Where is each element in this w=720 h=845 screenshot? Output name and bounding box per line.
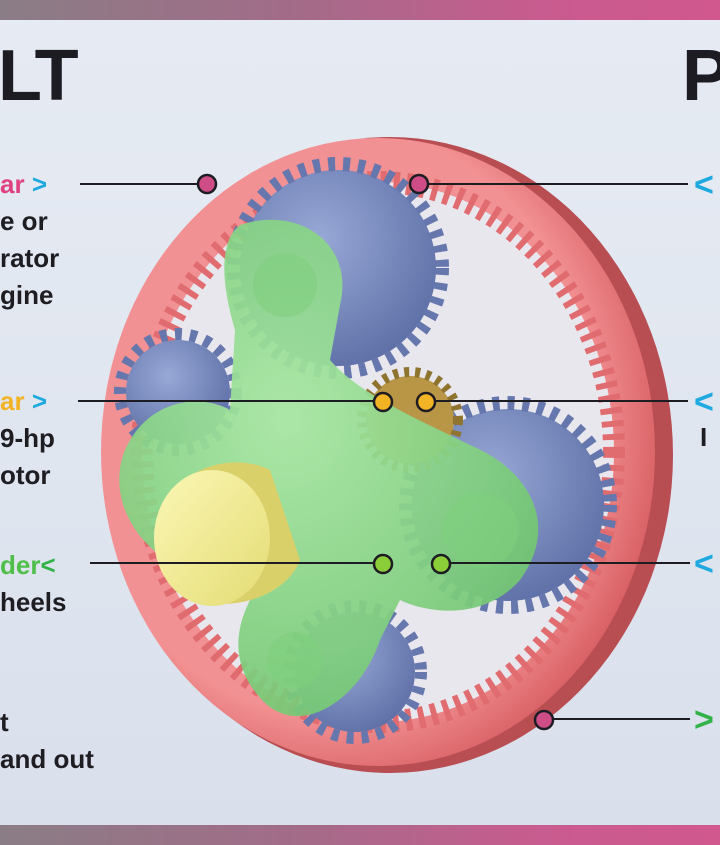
bottom-line2: and out bbox=[0, 743, 94, 774]
ring-dot-right bbox=[408, 173, 430, 195]
sun-label: ar > 9-hp otor bbox=[0, 383, 55, 494]
ring-line2: rator bbox=[0, 242, 60, 273]
ring-label-name: ar bbox=[0, 169, 25, 199]
ring-dot-bottom bbox=[533, 709, 555, 731]
left-heading: LT bbox=[0, 36, 79, 116]
right-arrow-a: < bbox=[694, 166, 714, 204]
carrier-line1: heels bbox=[0, 586, 67, 617]
bottom-border bbox=[0, 825, 720, 845]
right-arrows: < < I < > bbox=[694, 166, 714, 739]
planet-carrier bbox=[119, 219, 539, 717]
right-arrow-d: > bbox=[694, 701, 714, 739]
right-heading: P bbox=[682, 36, 720, 116]
top-border bbox=[0, 0, 720, 20]
sun-line1: 9-hp bbox=[0, 422, 55, 453]
right-arrow-b: < bbox=[694, 383, 714, 421]
carrier-dot-left bbox=[372, 553, 394, 575]
bottom-label: t and out bbox=[0, 704, 94, 778]
sun-arrow-icon: > bbox=[31, 386, 47, 416]
callout-dots bbox=[196, 173, 555, 731]
ring-dot-left bbox=[196, 173, 218, 195]
carrier-label: der< heels bbox=[0, 547, 67, 621]
sun-dot-left bbox=[372, 391, 394, 413]
right-fragment-b: I bbox=[700, 422, 707, 452]
leader-lines bbox=[78, 183, 690, 720]
ring-label: ar > e or rator gine bbox=[0, 166, 59, 314]
sun-dot-right bbox=[415, 391, 437, 413]
right-arrow-c: < bbox=[694, 545, 714, 583]
ring-line3: gine bbox=[0, 279, 54, 310]
carrier-dot-right bbox=[430, 553, 452, 575]
ring-line1: e or bbox=[0, 205, 48, 236]
carrier-arrow-icon: < bbox=[40, 550, 56, 580]
bottom-line1: t bbox=[0, 707, 9, 737]
sun-line2: otor bbox=[0, 459, 51, 490]
sun-label-name: ar bbox=[0, 386, 25, 416]
carrier-label-name: der bbox=[0, 550, 41, 580]
output-shaft bbox=[154, 462, 300, 606]
ring-arrow-icon: > bbox=[31, 169, 47, 199]
